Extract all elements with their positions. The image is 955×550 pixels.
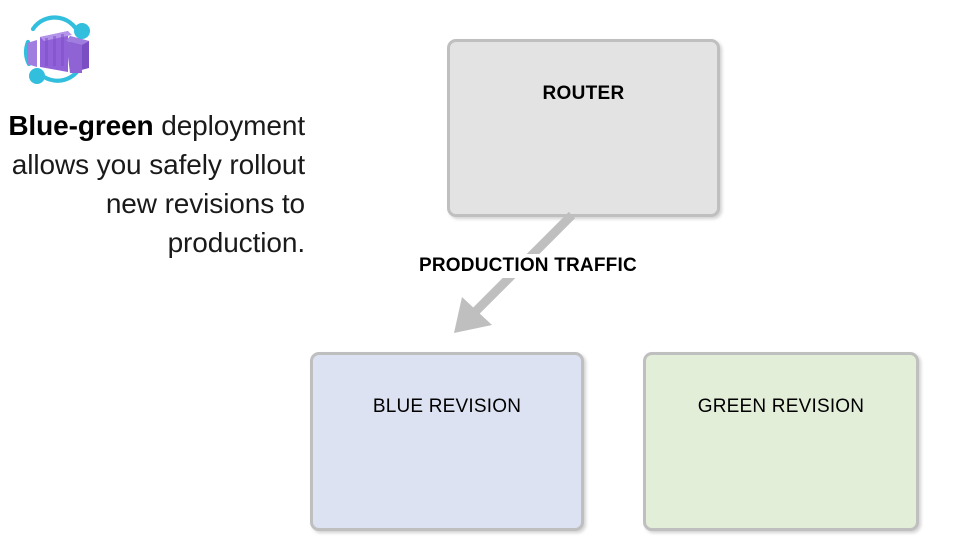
node-green-revision[interactable]: GREEN REVISION xyxy=(643,352,919,531)
node-blue-revision-label: BLUE REVISION xyxy=(372,396,522,417)
azure-container-apps-logo-icon xyxy=(16,14,98,92)
node-blue-revision[interactable]: BLUE REVISION xyxy=(310,352,584,531)
node-green-revision-label: GREEN REVISION xyxy=(697,396,865,417)
caption-text: Blue-green deployment allows you safely … xyxy=(5,106,305,262)
caption-lead: Blue-green xyxy=(8,110,154,141)
node-router[interactable]: ROUTER xyxy=(447,39,720,217)
caption-rest: deployment allows you safely rollout new… xyxy=(11,110,305,258)
node-router-label: ROUTER xyxy=(542,83,625,104)
production-traffic-label: PRODUCTION TRAFFIC xyxy=(417,254,639,278)
